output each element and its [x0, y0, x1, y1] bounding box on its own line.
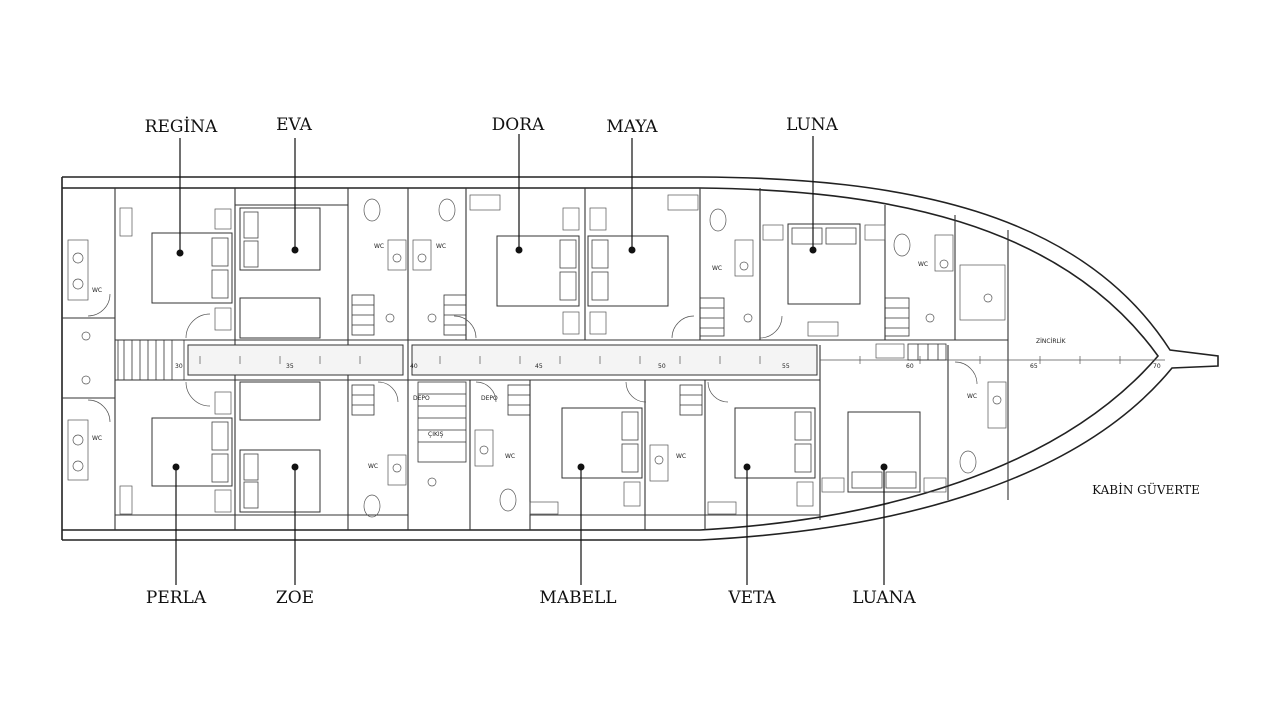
wc-label: WC — [505, 453, 515, 460]
depo-label: DEPO — [413, 395, 430, 402]
chain-locker-label: ZİNCİRLİK — [1036, 338, 1067, 345]
frame-number: 60 — [906, 363, 914, 370]
wc-label: WC — [374, 243, 384, 250]
cabin-label-mabell: MABELL — [539, 588, 616, 608]
wc-label: WC — [967, 393, 977, 400]
cabin-label-dora: DORA — [492, 115, 545, 135]
cabin-label-perla: PERLA — [146, 588, 207, 608]
cabin-label-maya: MAYA — [606, 117, 658, 137]
wc-label: WC — [92, 287, 102, 294]
frame-number: 45 — [535, 363, 543, 370]
central-corridor — [117, 339, 1165, 463]
stairs-aft — [117, 339, 185, 381]
deck-label: KABİN GÜVERTE — [1092, 481, 1200, 497]
frame-number: 50 — [658, 363, 666, 370]
cabin-label-veta: VETA — [727, 588, 776, 608]
frame-number: 40 — [410, 363, 418, 370]
depo-label: DEPO — [481, 395, 498, 402]
frame-number: 65 — [1030, 363, 1038, 370]
cabin-label-zoe: ZOE — [276, 588, 314, 608]
bathrooms: WC WC WC WC WC WC WC WC WC WC DEPO DEPO … — [67, 194, 1007, 518]
wc-label: WC — [92, 435, 102, 442]
frame-numbers: 30 35 40 45 50 55 60 65 70 ZİNCİRLİK — [175, 338, 1161, 370]
wc-label: WC — [918, 261, 928, 268]
cabin-label-regina: REGİNA — [145, 116, 218, 137]
cabin-labels: REGİNA EVA DORA MAYA LUNA PERLA ZOE MABE… — [145, 115, 1200, 608]
exit-label: ÇIKIŞ — [428, 431, 444, 438]
wc-label: WC — [368, 463, 378, 470]
hull-outline — [61, 176, 1219, 541]
cabin-label-eva: EVA — [276, 115, 313, 135]
frame-number: 30 — [175, 363, 183, 370]
wc-label: WC — [712, 265, 722, 272]
cabin-label-luna: LUNA — [786, 115, 839, 135]
cabin-label-luana: LUANA — [852, 588, 916, 608]
frame-number: 70 — [1153, 363, 1161, 370]
stairs-center — [417, 381, 467, 463]
beds — [151, 207, 921, 513]
frame-number: 55 — [782, 363, 790, 370]
frame-number: 35 — [286, 363, 294, 370]
wc-label: WC — [676, 453, 686, 460]
wc-label: WC — [436, 243, 446, 250]
label-leaders — [172, 134, 888, 585]
